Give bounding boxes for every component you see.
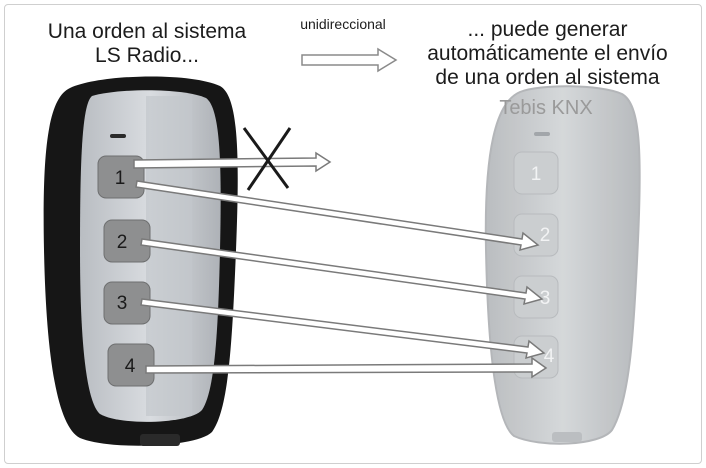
right-button-3-label: 3 xyxy=(540,288,551,309)
right-caption-line-1: ... puede generar xyxy=(467,18,628,41)
left-caption-line-2: LS Radio... xyxy=(95,44,199,67)
left-button-1-label: 1 xyxy=(115,168,126,189)
right-remote: 1 2 3 4 xyxy=(484,85,641,445)
right-button-2-label: 2 xyxy=(540,225,551,246)
right-caption-line-2: automáticamente el envío xyxy=(427,42,668,65)
right-remote-body xyxy=(484,85,641,445)
left-caption-line-1: Una orden al sistema xyxy=(47,20,247,43)
left-button-4-label: 4 xyxy=(125,356,136,377)
left-remote-button-4 xyxy=(107,343,155,387)
arrow-4-to-4 xyxy=(145,356,548,379)
right-button-1-label: 1 xyxy=(531,164,542,185)
middle-label: unidireccional xyxy=(288,12,398,36)
left-button-3-label: 3 xyxy=(117,293,128,314)
right-remote-dash xyxy=(534,132,550,136)
unidirectional-label: unidireccional xyxy=(300,16,386,32)
left-remote-button-1 xyxy=(97,155,145,199)
right-remote-foot xyxy=(552,432,582,442)
right-caption: ... puede generar automáticamente el env… xyxy=(400,18,695,90)
left-caption: Una orden al sistema LS Radio... xyxy=(22,20,272,68)
left-button-2-label: 2 xyxy=(117,232,128,253)
left-remote: 1 2 3 4 xyxy=(43,76,238,446)
left-remote-foot xyxy=(140,434,180,446)
unidirectional-arrow-icon xyxy=(301,47,398,73)
arrow-3-to-4 xyxy=(140,298,546,360)
arrow-2-to-3 xyxy=(140,238,544,306)
right-remote-button-1 xyxy=(513,151,559,195)
right-caption-line-3: de una orden al sistema xyxy=(435,66,660,89)
blocked-arrow-cross-icon xyxy=(133,127,332,191)
left-remote-dash xyxy=(110,134,126,138)
right-brand-label: Tebis KNX xyxy=(499,97,592,119)
arrow-1-to-2 xyxy=(135,180,540,252)
right-button-4-label: 4 xyxy=(544,346,555,367)
